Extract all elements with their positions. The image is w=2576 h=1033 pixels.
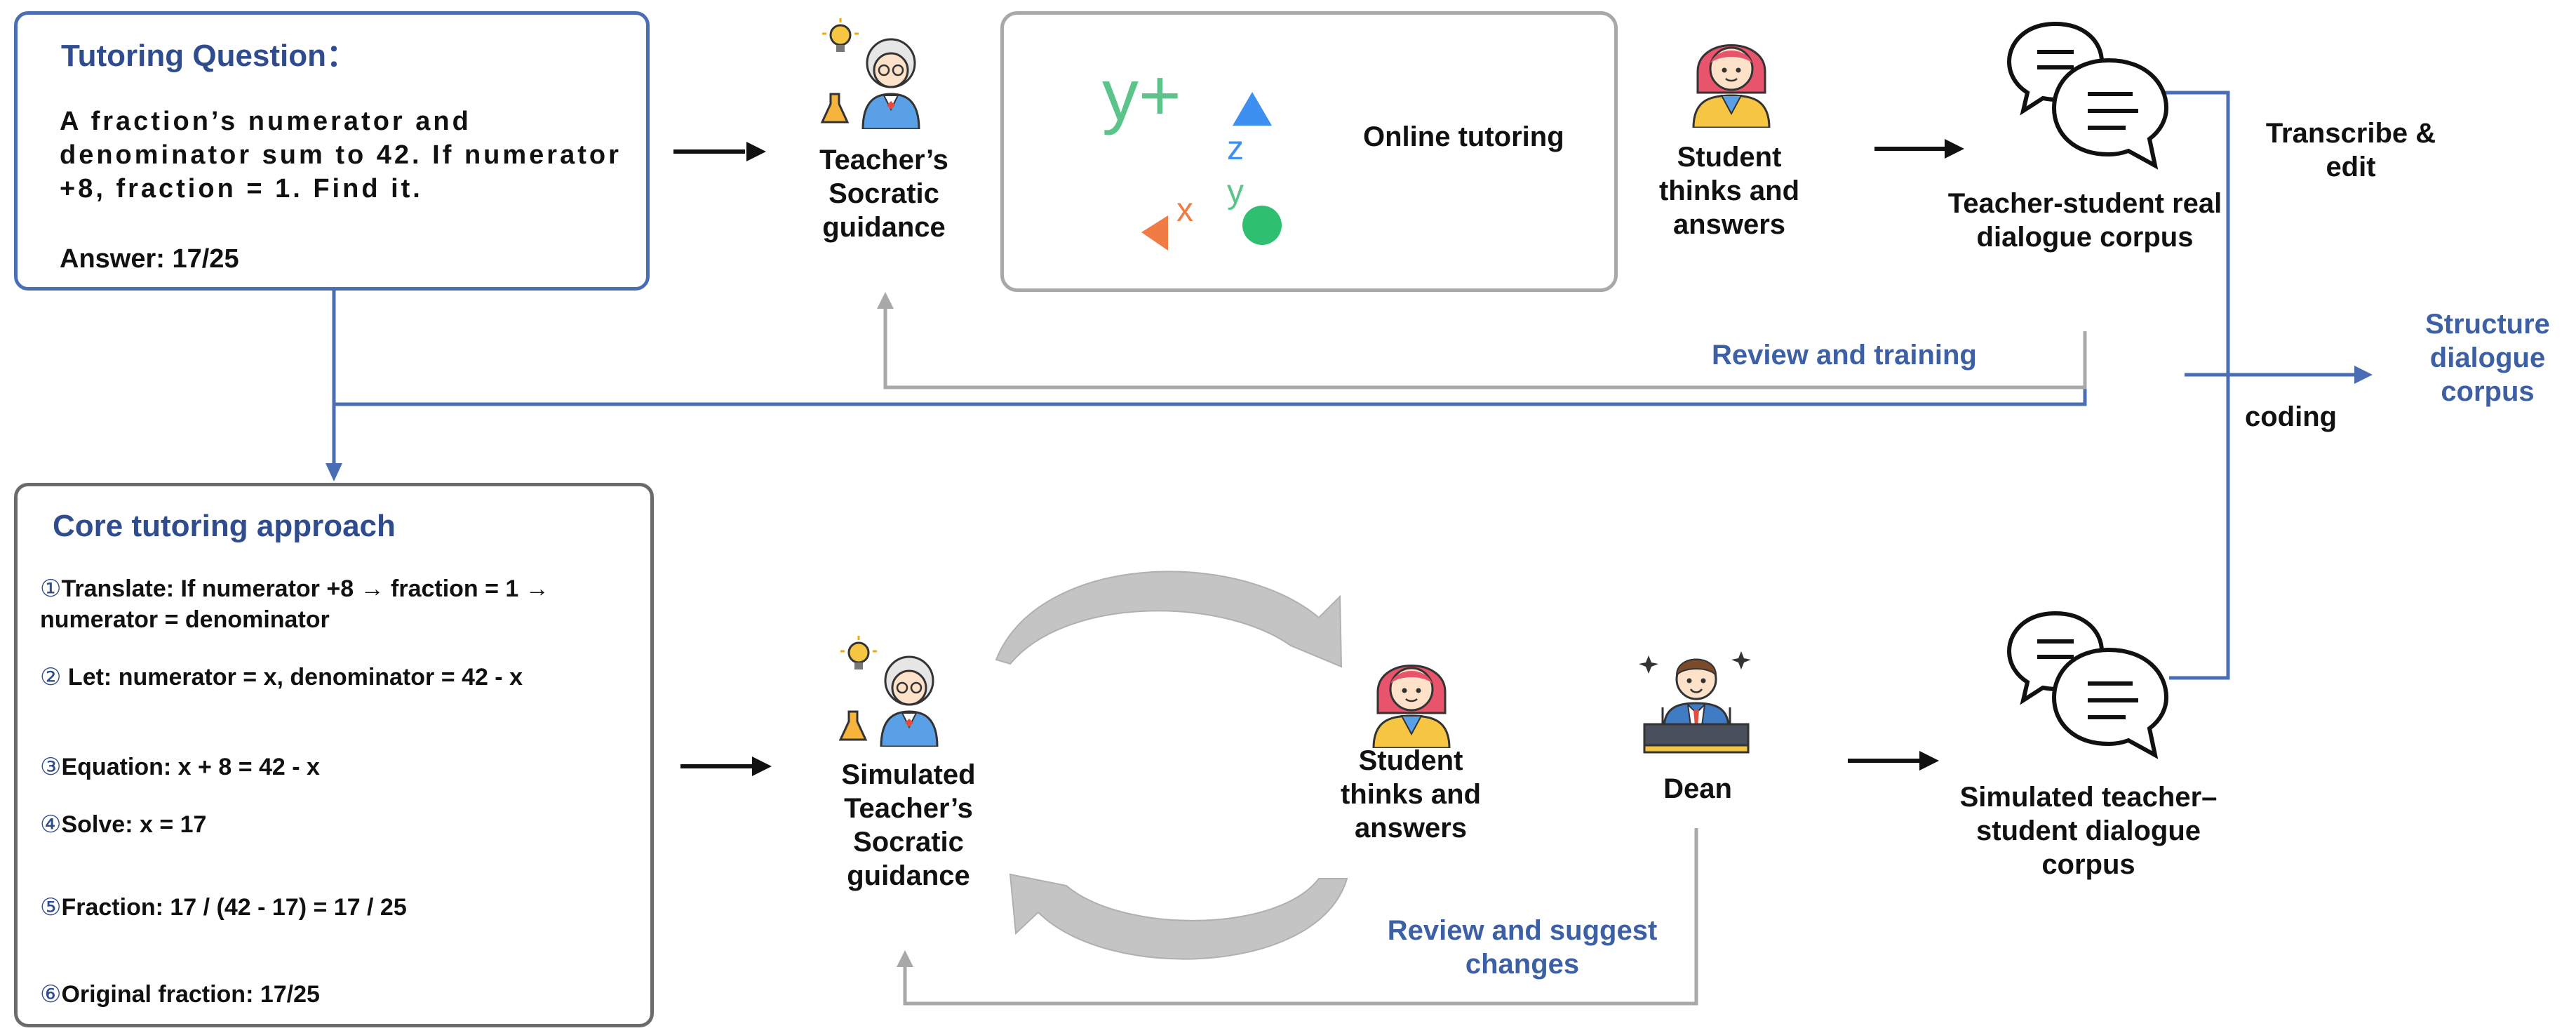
core-step-2-num: ② (40, 664, 62, 691)
core-step-4: ④Solve: x = 17 (40, 809, 629, 840)
arrow-student-to-corpus (1874, 139, 1964, 159)
arrow-dean-to-sim-corpus (1848, 751, 1939, 771)
sim-student-label: Student thinks and answers (1340, 745, 1482, 844)
gray-connector-review-training (877, 292, 2087, 389)
core-step-6-text: Original fraction: 17/25 (61, 981, 320, 1008)
sim-corpus-label: Simulated teacher–student dialogue corpu… (1959, 782, 2218, 880)
sim-teacher-label: Simulated Teacher’s Socratic guidance (841, 759, 976, 891)
sim-chat-bubbles-icon (2006, 611, 2169, 759)
tutoring-question-answer: Answer: 17/25 (60, 244, 239, 274)
core-step-5-text: Fraction: 17 / (42 - 17) = 17 / 25 (61, 894, 407, 921)
y-plus-symbol: y+ (1102, 57, 1181, 136)
core-step-5-num: ⑤ (40, 894, 62, 921)
triangle-shape (1233, 92, 1272, 126)
flask-icon (821, 93, 850, 124)
arrow-core-to-sim-teacher (680, 757, 772, 776)
structure-corpus-label: Structure dialogue corpus (2425, 309, 2550, 407)
x-symbol: x (1176, 192, 1193, 229)
core-step-4-text: Solve: x = 17 (61, 811, 207, 838)
core-step-5: ⑤Fraction: 17 / (42 - 17) = 17 / 25 (40, 892, 629, 923)
sim-teacher-icon (839, 636, 939, 747)
core-step-1: ①Translate: If numerator +8 → fraction =… (40, 573, 629, 635)
student-icon (1692, 44, 1771, 128)
core-step-3-num: ③ (40, 754, 62, 780)
lightbulb-icon (822, 18, 859, 52)
coding-label: coding (2245, 401, 2337, 432)
core-step-6: ⑥Original fraction: 17/25 (40, 979, 629, 1010)
core-step-3: ③Equation: x + 8 = 42 - x (40, 752, 629, 782)
core-approach-title: Core tutoring approach (53, 509, 396, 543)
top-student-label: Student thinks and answers (1658, 142, 1800, 240)
core-step-3-text: Equation: x + 8 = 42 - x (61, 754, 320, 780)
top-teacher-label: Teacher’s Socratic guidance (819, 145, 948, 243)
online-tutoring-box: y+ z x y Online tutoring (1000, 11, 1618, 292)
core-step-2-text: Let: numerator = x, denominator = 42 - x (61, 664, 523, 691)
arrow-question-to-teacher (673, 142, 766, 161)
review-training-label: Review and training (1712, 340, 1977, 371)
gray-connector-review-suggest (897, 828, 1698, 1006)
loop-arrow-student-to-teacher (1009, 873, 1348, 960)
math-symbols-icon: y+ z x y (1102, 57, 1282, 251)
sim-student-icon (1372, 665, 1451, 748)
z-symbol: z (1227, 130, 1244, 167)
tutoring-question-title: Tutoring Question： (61, 39, 358, 73)
loop-arrow-teacher-to-student (995, 571, 1343, 668)
transcribe-edit-label: Transcribe & edit (2265, 118, 2436, 182)
review-suggest-label: Review and suggest changes (1387, 915, 1658, 980)
blue-connector-corpora-merge (2164, 91, 2373, 680)
core-step-1-num: ① (40, 575, 62, 602)
tutoring-question-box: Tutoring Question： A fraction’s numerato… (14, 11, 650, 291)
left-triangle-shape (1141, 215, 1168, 251)
core-step-4-num: ④ (40, 811, 62, 838)
chat-bubbles-icon (2006, 21, 2169, 170)
core-step-6-num: ⑥ (40, 981, 62, 1008)
dean-icon (1639, 651, 1751, 754)
y-symbol: y (1227, 173, 1244, 211)
online-tutoring-label: Online tutoring (1363, 121, 1564, 152)
core-step-1-text: Translate: If numerator +8 → fraction = … (40, 575, 549, 633)
circle-shape (1242, 206, 1282, 245)
core-approach-box: Core tutoring approach ①Translate: If nu… (14, 483, 654, 1027)
top-corpus-label: Teacher-student real dialogue corpus (1947, 188, 2222, 253)
flask-icon (839, 710, 868, 741)
lightbulb-icon (840, 636, 877, 669)
dean-label: Dean (1663, 773, 1732, 804)
teacher-icon (821, 18, 920, 129)
core-step-2: ② Let: numerator = x, denominator = 42 -… (40, 662, 629, 693)
tutoring-question-text: A fraction’s numerator and denominator s… (60, 107, 622, 204)
